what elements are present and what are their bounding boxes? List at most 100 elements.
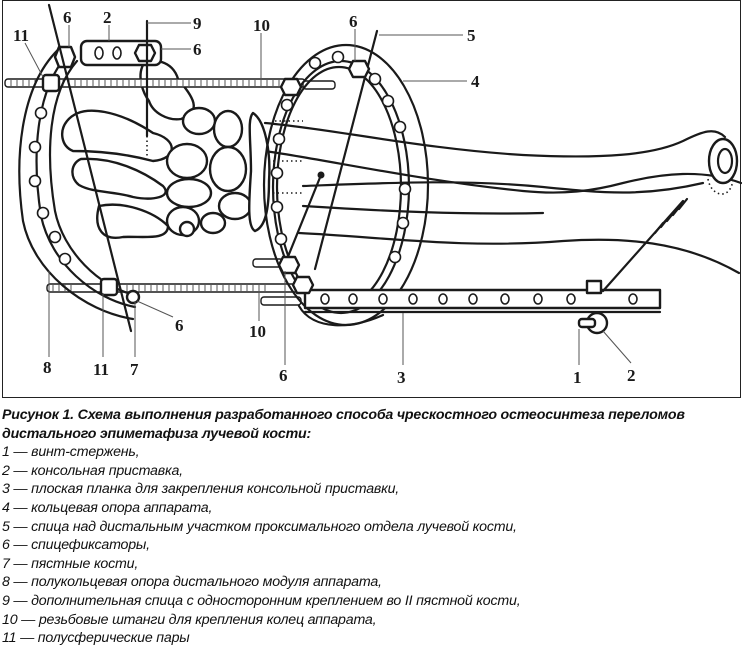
ring-hole <box>272 132 286 146</box>
console-hole <box>94 46 104 60</box>
ring-hole <box>48 230 62 244</box>
ring-hole <box>270 200 284 214</box>
bar-hole <box>320 293 330 305</box>
label-6: 6 <box>193 40 202 59</box>
metacarpal-1 <box>139 59 195 121</box>
hemispherical-pair-top <box>41 73 61 93</box>
label-2: 2 <box>627 366 636 385</box>
bar-hole <box>468 293 478 305</box>
label-6: 6 <box>349 12 358 31</box>
threaded-rod-short <box>260 296 302 306</box>
bar-bolt <box>585 279 603 295</box>
callout-labels: 6 2 9 6 11 10 6 5 4 6 10 8 11 7 6 3 1 2 <box>13 8 636 387</box>
ring-hole <box>368 72 382 86</box>
threaded-rod-ring-stub <box>302 80 336 90</box>
ring-hole <box>36 206 50 220</box>
leader-lines <box>24 22 632 365</box>
wire-fixator-nut <box>53 45 77 69</box>
label-7: 7 <box>130 360 139 379</box>
ring-hole <box>398 182 412 196</box>
ring-bottom-curve <box>297 304 385 327</box>
ulna-canal <box>716 147 734 175</box>
bar-hole <box>566 293 576 305</box>
caption-item: 10 — резьбовые штанги для крепления коле… <box>2 611 377 628</box>
label-4: 4 <box>471 72 480 91</box>
screw-rod-thread <box>653 197 689 235</box>
wire-fixator-ring-top <box>347 59 371 79</box>
carpal-trapezium <box>181 106 217 136</box>
label-11: 11 <box>93 360 109 379</box>
ulna-lower-contour <box>263 149 742 194</box>
wire-metacarpal <box>47 3 133 333</box>
console-nut <box>133 43 157 63</box>
flat-bar-body <box>303 288 662 310</box>
ring-hole <box>381 94 395 108</box>
ring-hole <box>308 56 322 70</box>
label-3: 3 <box>397 368 406 387</box>
wire-fixator-ring-left <box>279 77 303 97</box>
half-ring-outer <box>18 45 135 321</box>
metacarpal-2 <box>61 109 173 163</box>
console-hole <box>112 46 122 60</box>
ring-hole <box>388 250 402 264</box>
bar-hole <box>348 293 358 305</box>
label-1: 1 <box>573 368 582 387</box>
carpal-trapezoid <box>212 109 244 149</box>
carpal-hamate <box>165 177 213 209</box>
figure-caption: Рисунок 1. Схема выполнения разработанно… <box>2 406 742 648</box>
caption-item: 4 — кольцевая опора аппарата, <box>2 499 213 516</box>
caption-item: 9 — дополнительная спица с односторонним… <box>2 592 521 609</box>
ring-hole <box>280 98 294 112</box>
ring-hole <box>270 166 284 180</box>
carpal-small <box>199 211 227 235</box>
carpal-pisiform <box>178 220 196 238</box>
ring-hole <box>58 252 72 266</box>
wire-end <box>317 171 325 179</box>
radius-lower-contour <box>297 231 741 275</box>
screw-rod-tip <box>577 317 597 329</box>
carpal-capitate <box>165 142 209 180</box>
forearm-bones <box>263 121 742 275</box>
ring-hole <box>274 232 288 246</box>
label-2: 2 <box>103 8 112 27</box>
label-6: 6 <box>279 366 288 385</box>
caption-title: Рисунок 1. Схема выполнения разработанно… <box>2 407 685 442</box>
caption-item: 6 — спицефиксаторы, <box>2 537 150 554</box>
radius-upper-contour <box>301 181 705 194</box>
caption-item: 8 — полукольцевая опора дистального моду… <box>2 574 382 591</box>
wire-fixator-bottom-left <box>125 289 141 305</box>
caption-item: 3 — плоская планка для закрепления консо… <box>2 481 400 498</box>
flat-bar <box>297 288 662 327</box>
bar-hole <box>500 293 510 305</box>
hemispherical-pair-bottom <box>99 277 119 297</box>
carpal-lunate <box>217 191 253 221</box>
ring-hole <box>28 140 42 154</box>
label-10: 10 <box>253 16 270 35</box>
leader-2-bottom <box>602 330 632 364</box>
thread-marks-bottom <box>52 284 266 292</box>
ulna-upper-contour <box>263 121 727 158</box>
label-11: 11 <box>13 26 29 45</box>
ring-hidden-lines <box>273 120 303 194</box>
leader-6-bottom-left <box>136 300 174 318</box>
label-6: 6 <box>63 8 72 27</box>
bar-hole <box>408 293 418 305</box>
figure-diagram: 6 2 9 6 11 10 6 5 4 6 10 8 11 7 6 3 1 2 <box>2 0 742 398</box>
caption-item: 5 — спица над дистальным участком прокси… <box>2 518 517 535</box>
label-6: 6 <box>175 316 184 335</box>
wire-fixator-ring-bottom-2 <box>291 275 315 295</box>
ring-hole <box>331 50 345 64</box>
ring-hole <box>396 216 410 230</box>
label-9: 9 <box>193 14 202 33</box>
wire-fixator-ring-bottom <box>277 255 301 275</box>
metacarpal-4 <box>96 203 170 239</box>
ring-hole <box>34 106 48 120</box>
ulna-head <box>707 137 739 185</box>
osteosynthesis-diagram: 6 2 9 6 11 10 6 5 4 6 10 8 11 7 6 3 1 2 <box>4 3 742 387</box>
ring-hole <box>28 174 42 188</box>
screw-rod-assembly <box>577 197 689 335</box>
wires <box>47 3 379 333</box>
wire-radius <box>281 173 323 271</box>
caption-item: 1 — винт-стержень, <box>2 444 140 461</box>
label-10: 10 <box>249 322 266 341</box>
